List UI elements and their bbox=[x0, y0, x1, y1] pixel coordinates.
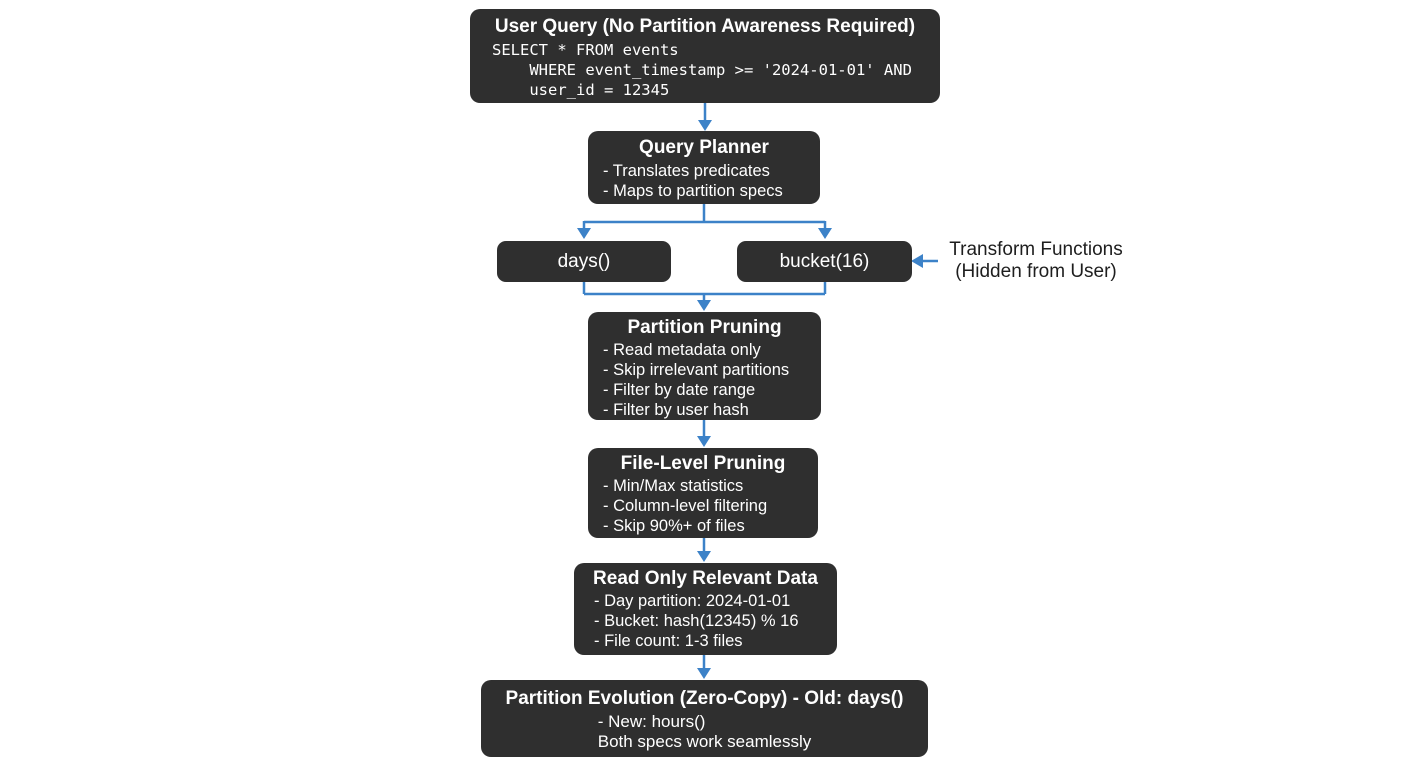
node-partition-pruning-title: Partition Pruning bbox=[627, 317, 782, 338]
node-bucket-label: bucket(16) bbox=[779, 250, 870, 272]
arrow-merge-to-partition-pruning bbox=[582, 282, 827, 311]
evolution-line: Both specs work seamlessly bbox=[597, 732, 812, 751]
read-only-bullets: - Day partition: 2024-01-01 - Bucket: ha… bbox=[574, 591, 837, 651]
bullet-item: - Read metadata only bbox=[603, 341, 761, 359]
node-file-level-pruning-title: File-Level Pruning bbox=[620, 453, 786, 474]
sql-query-code: SELECT * FROM events WHERE event_timesta… bbox=[470, 40, 940, 100]
query-planner-bullets: - Translates predicates - Maps to partit… bbox=[588, 161, 820, 201]
bullet-item: - Filter by date range bbox=[603, 381, 756, 399]
node-partition-evolution-title: Partition Evolution (Zero-Copy) - Old: d… bbox=[505, 688, 904, 709]
node-partition-evolution: Partition Evolution (Zero-Copy) - Old: d… bbox=[481, 680, 928, 757]
node-user-query-title: User Query (No Partition Awareness Requi… bbox=[494, 16, 916, 37]
bullet-item: - Column-level filtering bbox=[603, 497, 768, 515]
partition-pruning-bullets: - Read metadata only - Skip irrelevant p… bbox=[588, 340, 821, 420]
bullet-item: - File count: 1-3 files bbox=[594, 632, 743, 650]
arrow-planner-split bbox=[577, 204, 832, 239]
annotation-line: (Hidden from User) bbox=[955, 261, 1117, 282]
sql-line: user_id = 12345 bbox=[492, 81, 670, 99]
arrow-annotation-to-bucket bbox=[911, 254, 938, 268]
arrow-file-pruning-to-read bbox=[697, 538, 711, 562]
bullet-item: - Filter by user hash bbox=[603, 401, 749, 419]
file-level-pruning-bullets: - Min/Max statistics - Column-level filt… bbox=[588, 476, 818, 536]
node-bucket-transform: bucket(16) bbox=[737, 241, 912, 282]
bullet-item: - Skip irrelevant partitions bbox=[603, 361, 790, 379]
bullet-item: - Bucket: hash(12345) % 16 bbox=[594, 612, 799, 630]
node-query-planner: Query Planner - Translates predicates - … bbox=[588, 131, 820, 204]
bullet-item: - Skip 90%+ of files bbox=[603, 517, 745, 535]
bullet-item: - Min/Max statistics bbox=[603, 477, 744, 495]
sql-line: SELECT * FROM events bbox=[492, 41, 679, 59]
node-read-only-title: Read Only Relevant Data bbox=[593, 568, 818, 589]
transform-functions-annotation: Transform Functions (Hidden from User) bbox=[930, 239, 1142, 283]
node-user-query: User Query (No Partition Awareness Requi… bbox=[470, 9, 940, 103]
arrow-user-query-to-planner bbox=[698, 103, 712, 131]
node-days-transform: days() bbox=[497, 241, 671, 282]
partition-evolution-lines: - New: hours() Both specs work seamlessl… bbox=[481, 712, 928, 752]
bullet-item: - Maps to partition specs bbox=[603, 182, 783, 200]
arrow-read-to-evolution bbox=[697, 655, 711, 679]
sql-line: WHERE event_timestamp >= '2024-01-01' AN… bbox=[492, 61, 912, 79]
bullet-item: - Translates predicates bbox=[603, 162, 770, 180]
node-partition-pruning: Partition Pruning - Read metadata only -… bbox=[588, 312, 821, 420]
bullet-item: - Day partition: 2024-01-01 bbox=[594, 592, 791, 610]
node-days-label: days() bbox=[557, 250, 611, 272]
evolution-line: - New: hours() bbox=[597, 712, 706, 731]
annotation-line: Transform Functions bbox=[949, 239, 1123, 260]
node-file-level-pruning: File-Level Pruning - Min/Max statistics … bbox=[588, 448, 818, 538]
arrow-partition-to-file-pruning bbox=[697, 420, 711, 447]
node-query-planner-title: Query Planner bbox=[639, 137, 769, 158]
node-read-only-relevant-data: Read Only Relevant Data - Day partition:… bbox=[574, 563, 837, 655]
